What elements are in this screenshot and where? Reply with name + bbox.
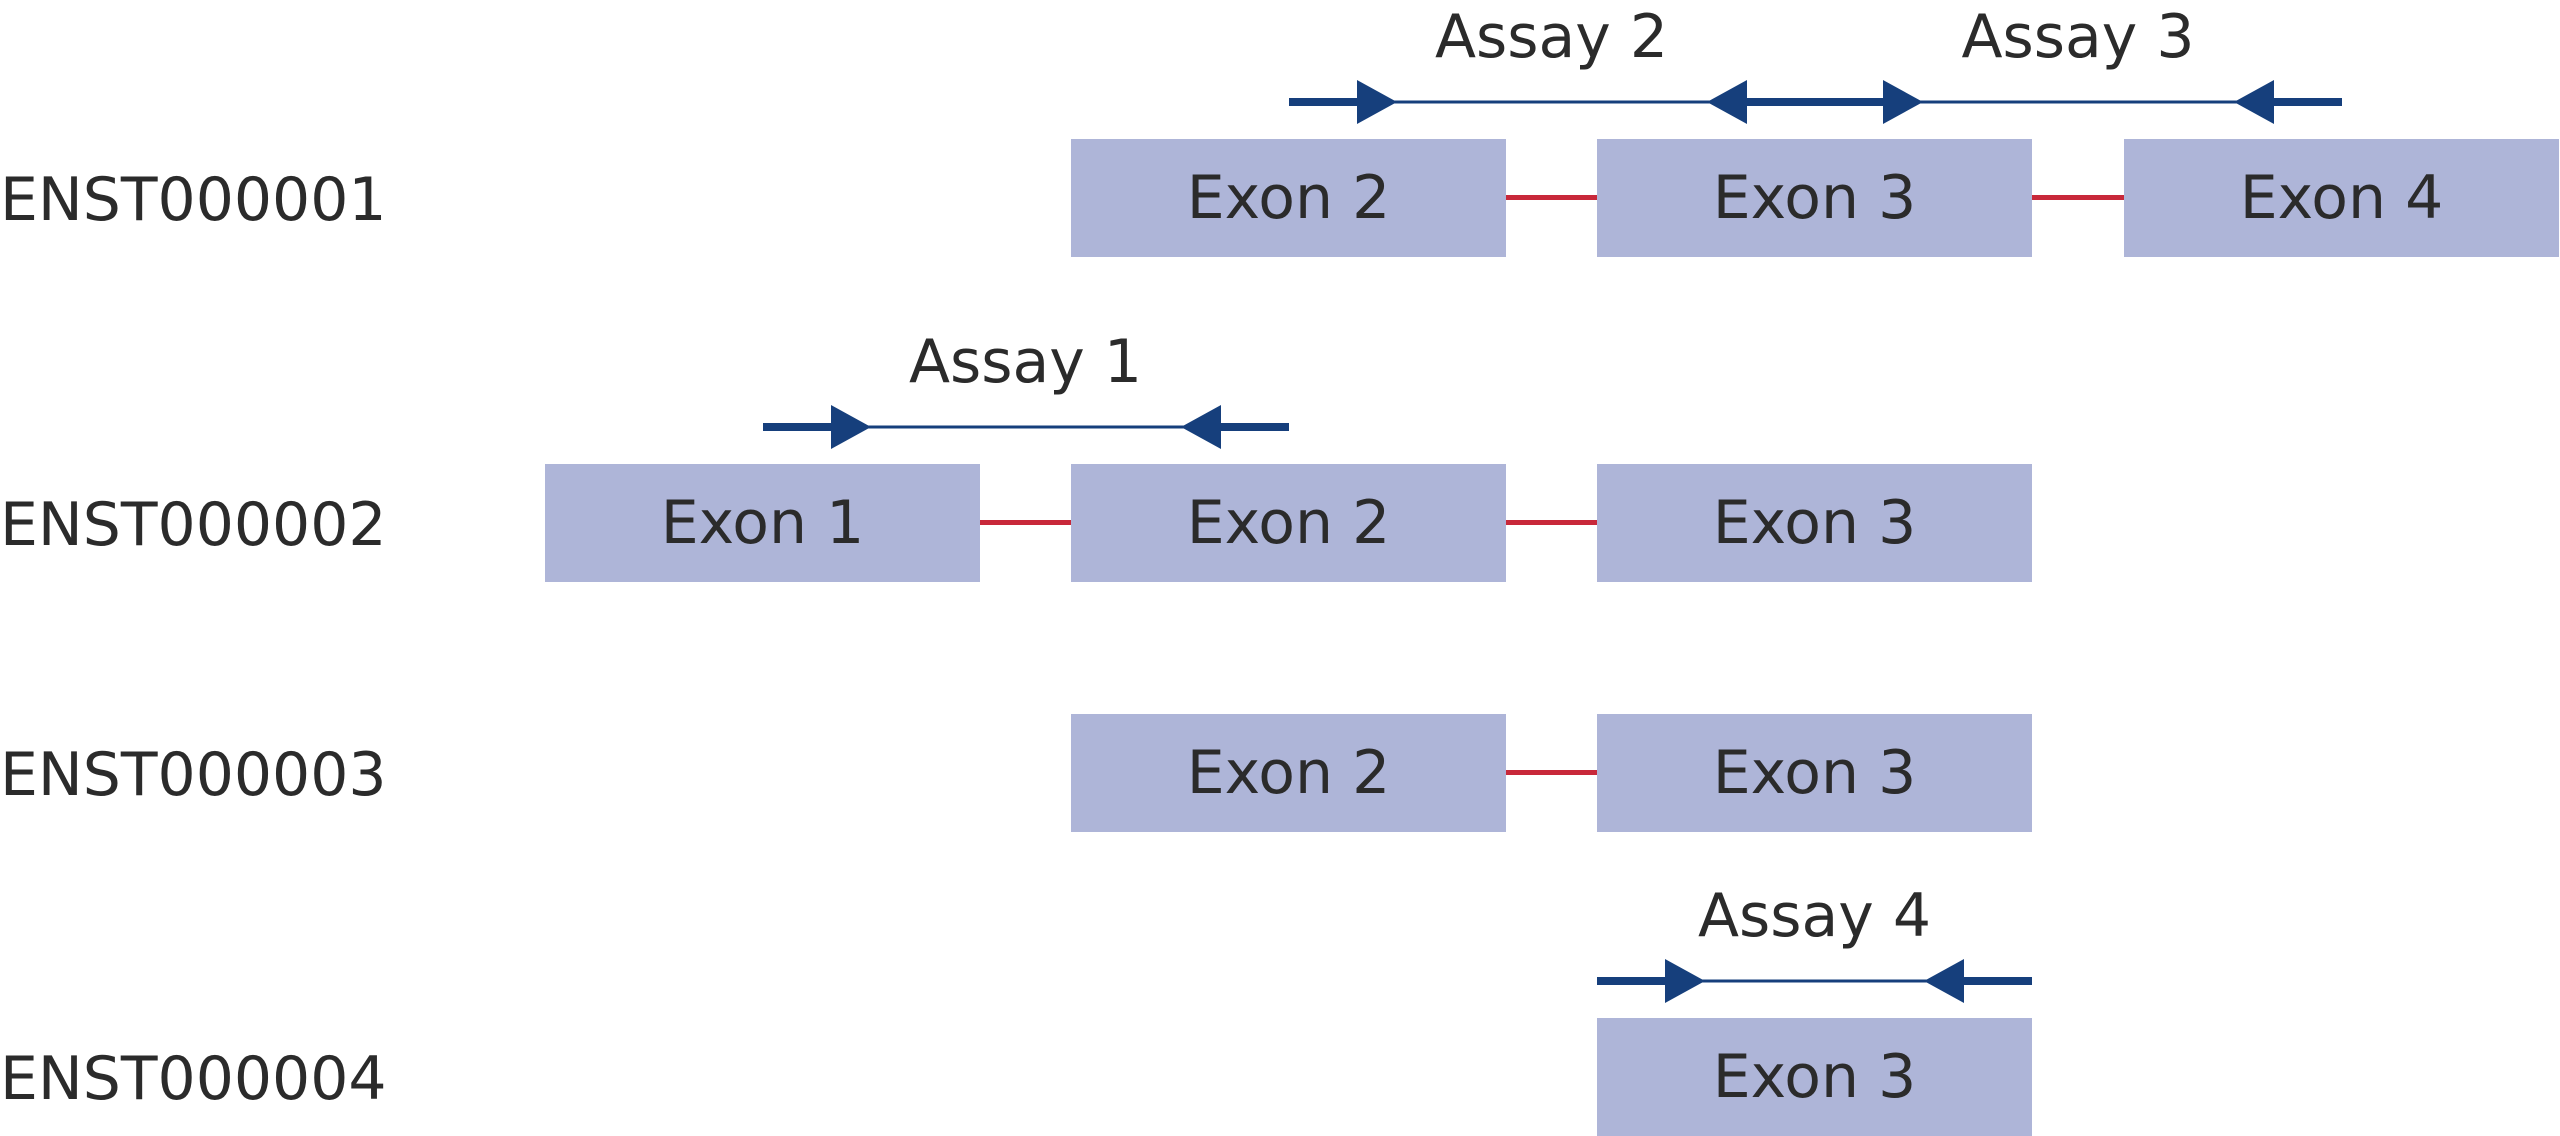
forward-primer-arrow-icon xyxy=(1288,80,1397,124)
transcript-label: ENST000003 xyxy=(0,740,387,810)
forward-primer-arrow-icon xyxy=(1597,959,1705,1003)
assay-label: Assay 4 xyxy=(1697,881,1932,951)
intron-line xyxy=(980,520,1072,525)
forward-primer-arrow-icon xyxy=(762,405,871,449)
exon-box: Exon 2 xyxy=(1071,139,1506,257)
assay-label: Assay 3 xyxy=(1961,2,2195,72)
exon-box: Exon 4 xyxy=(2124,139,2559,257)
intron-line xyxy=(1506,770,1598,775)
exon-box: Exon 1 xyxy=(545,464,980,582)
exon-box: Exon 3 xyxy=(1597,714,2032,832)
reverse-primer-arrow-icon xyxy=(1924,959,2032,1003)
exon-box: Exon 3 xyxy=(1597,464,2032,582)
assay-label: Assay 2 xyxy=(1434,2,1669,72)
transcript-label: ENST000002 xyxy=(0,490,387,560)
exon-box: Exon 2 xyxy=(1071,714,1506,832)
primer-pair xyxy=(762,405,1289,449)
transcript-label: ENST000001 xyxy=(0,165,387,235)
reverse-primer-arrow-icon xyxy=(2233,80,2342,124)
primer-pair xyxy=(1814,80,2342,124)
primer-pair xyxy=(1597,959,2032,1003)
transcript-label: ENST000004 xyxy=(0,1044,387,1114)
exon-box: Exon 3 xyxy=(1597,1018,2032,1136)
reverse-primer-arrow-icon xyxy=(1706,80,1815,124)
exon-box: Exon 3 xyxy=(1597,139,2032,257)
primer-pair xyxy=(1288,80,1815,124)
intron-line xyxy=(1506,520,1598,525)
forward-primer-arrow-icon xyxy=(1814,80,1923,124)
intron-line xyxy=(2032,195,2124,200)
exon-box: Exon 2 xyxy=(1071,464,1506,582)
reverse-primer-arrow-icon xyxy=(1180,405,1289,449)
intron-line xyxy=(1506,195,1598,200)
assay-label: Assay 1 xyxy=(908,327,1143,397)
